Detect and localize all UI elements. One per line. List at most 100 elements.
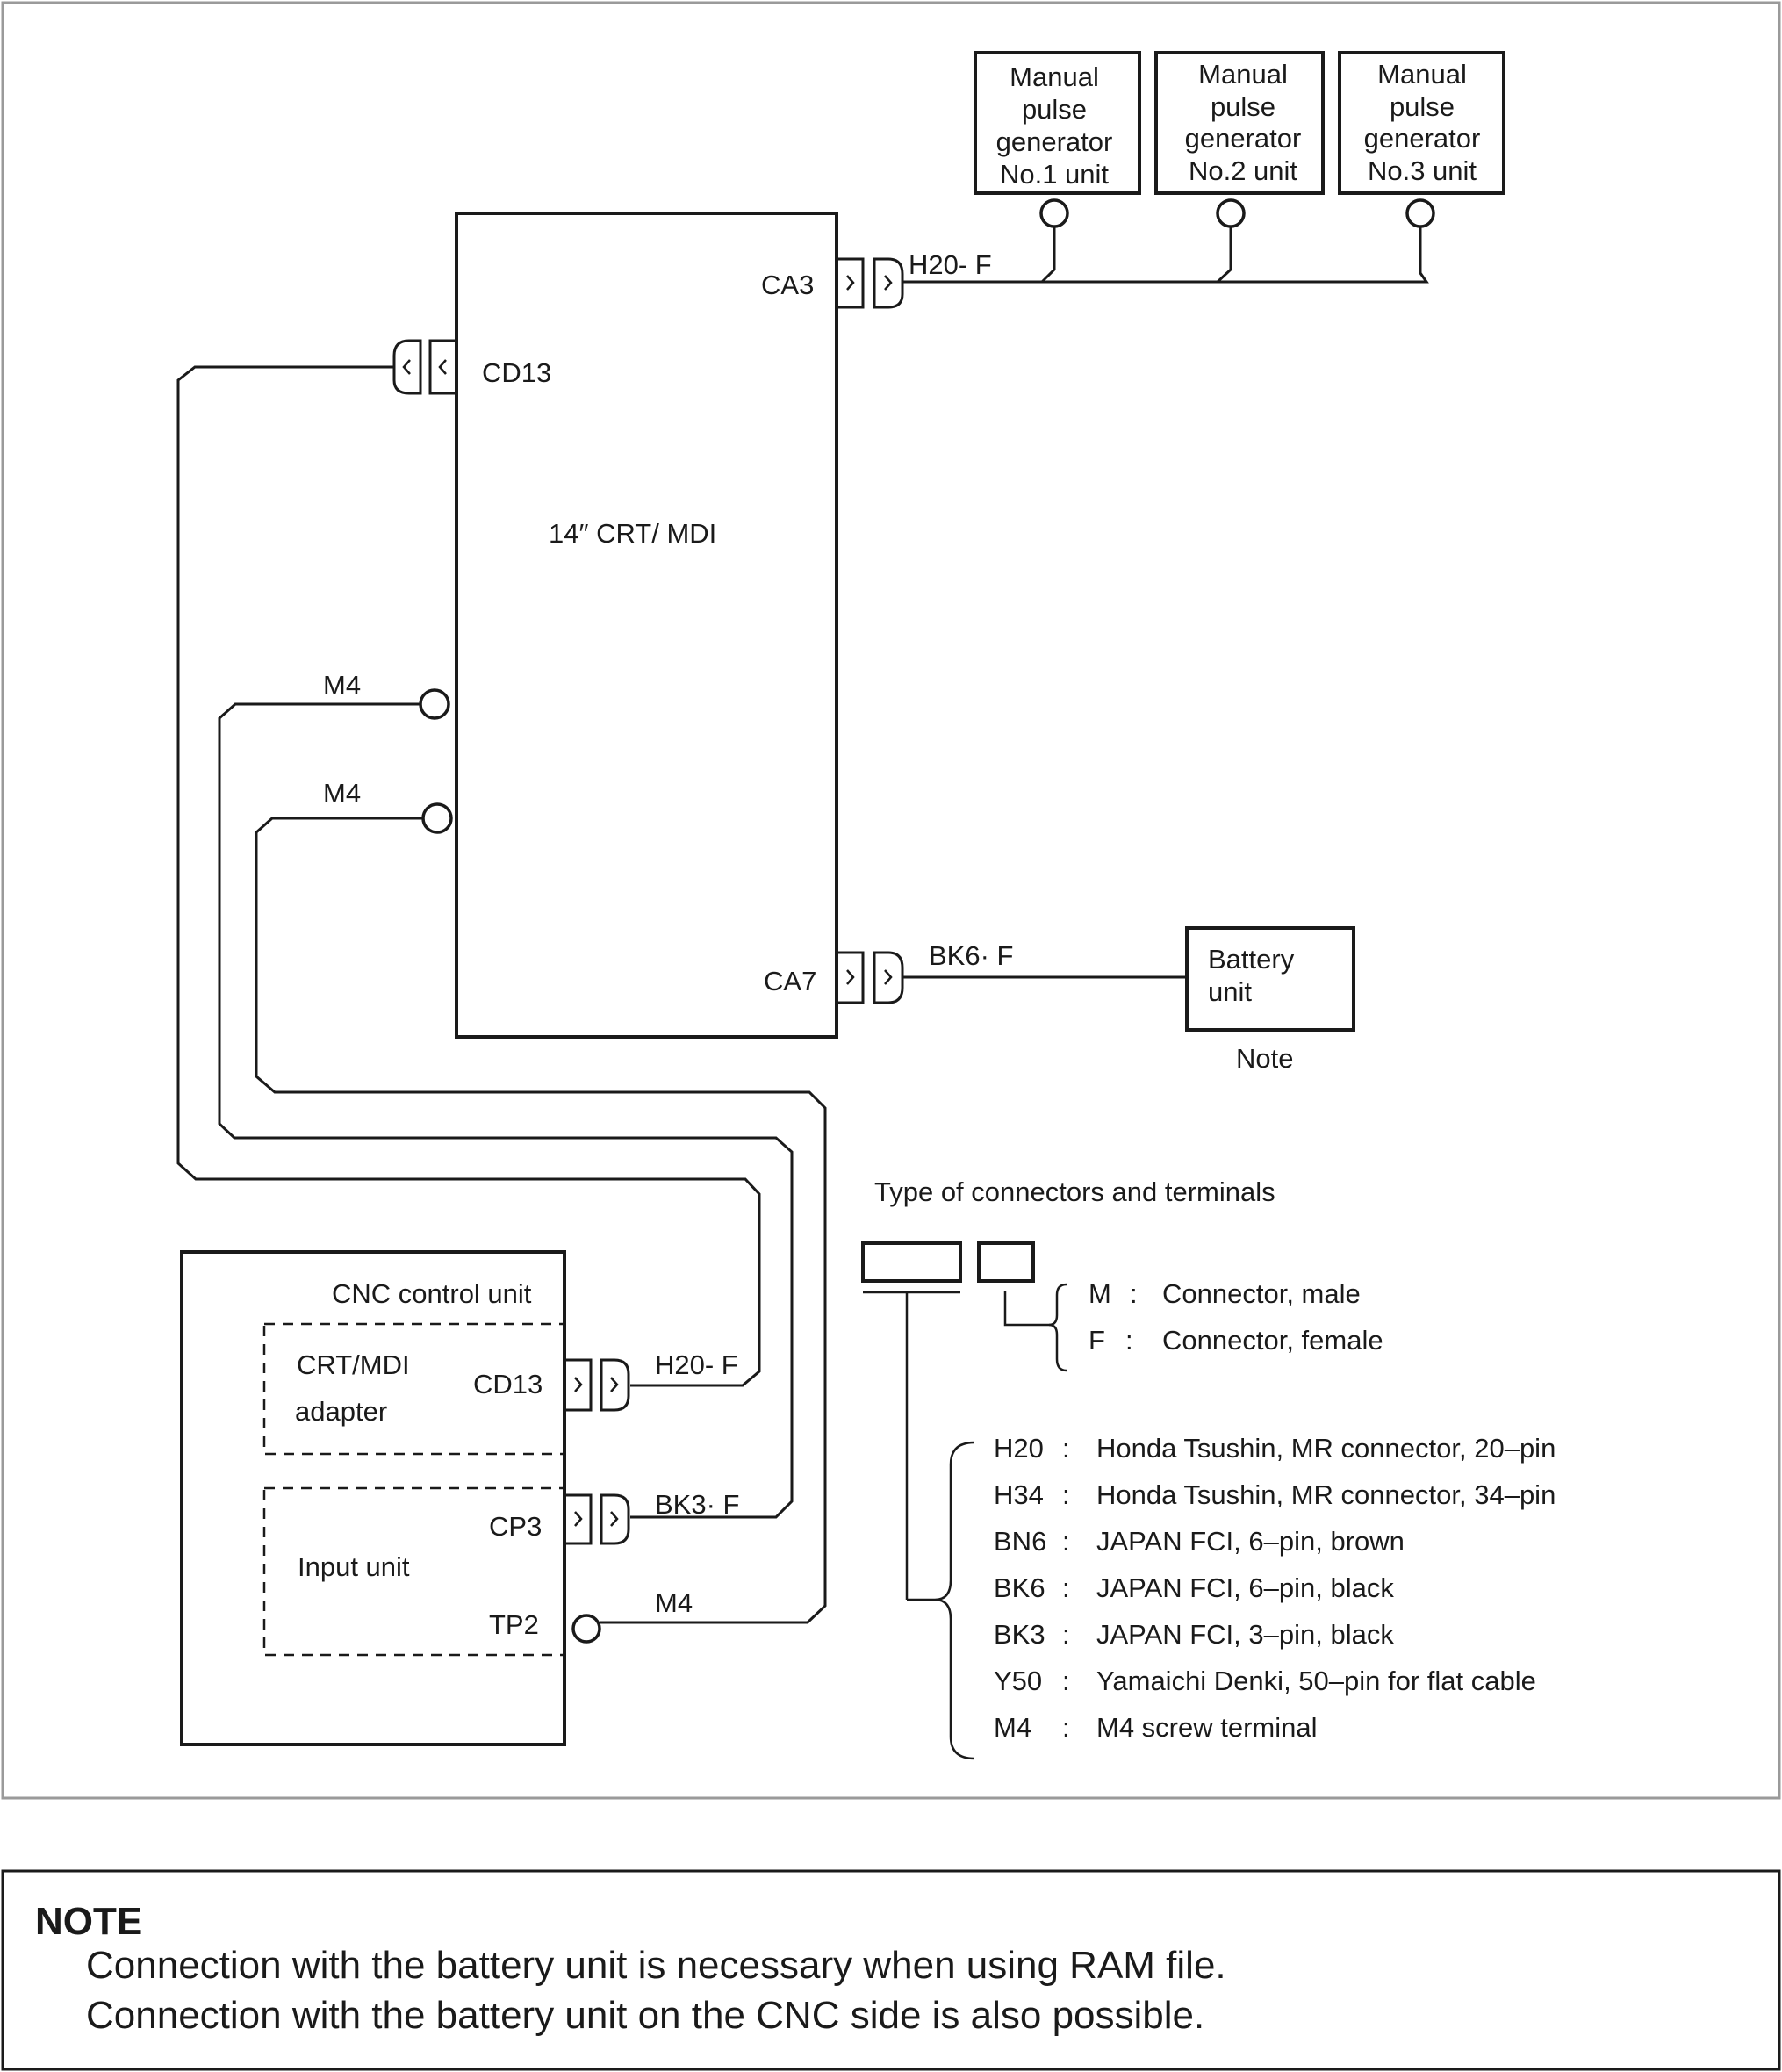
cd13-cable-route <box>176 365 761 1387</box>
legend-type-sep: : <box>1062 1619 1070 1650</box>
pulse-generator-1-line-2: pulse <box>1022 94 1087 125</box>
crt-m4-label-a: M4 <box>323 670 361 701</box>
legend-type-sep: : <box>1062 1712 1070 1743</box>
adapter-label-line-1: CRT/MDI <box>297 1349 410 1380</box>
crt-m4-label-b: M4 <box>323 778 361 809</box>
pulse-generator-1-line-3: generator <box>996 126 1113 157</box>
legend-type-sep: : <box>1062 1433 1070 1464</box>
pulse-generator-2-line-1: Manual <box>1198 59 1288 90</box>
legend-gender-code: F <box>1089 1325 1105 1356</box>
cnc-control-title: CNC control unit <box>332 1278 532 1309</box>
legend-type-code: H34 <box>994 1479 1044 1510</box>
crt-mdi-box <box>455 212 838 1039</box>
legend-gender-box <box>977 1241 1035 1283</box>
cnc-cd13-connector <box>563 1358 630 1412</box>
pulse-generator-2-line-3: generator <box>1185 123 1302 154</box>
note-line-1: Connection with the battery unit is nece… <box>86 1944 1226 1987</box>
pulse-generator-3: Manual pulse generator No.3 unit <box>1338 51 1505 228</box>
legend-type-code: BN6 <box>994 1526 1046 1557</box>
pulse-generator-1-line-4: No.1 unit <box>1000 159 1109 190</box>
legend-gender-code: M <box>1089 1278 1111 1309</box>
cp3-connector <box>563 1493 630 1545</box>
adapter-cd13-label: CD13 <box>473 1369 543 1399</box>
bk3-cable-route <box>218 702 794 1519</box>
legend-type-desc: JAPAN FCI, 3–pin, black <box>1096 1619 1394 1650</box>
tp2-terminal <box>571 1614 601 1644</box>
legend-type-entries: H20 : Honda Tsushin, MR connector, 20–pi… <box>994 1433 1556 1743</box>
legend-type-desc: JAPAN FCI, 6–pin, brown <box>1096 1526 1405 1557</box>
cd13-connector <box>392 339 458 395</box>
pulse-generator-2-terminal <box>1216 198 1246 228</box>
pulse-generator-2-line-2: pulse <box>1211 91 1275 122</box>
legend-gender-desc: Connector, female <box>1162 1325 1383 1356</box>
legend-gender-sep: : <box>1130 1278 1138 1309</box>
diagram-frame <box>1 1 1781 1800</box>
tp2-cable-label: M4 <box>655 1587 693 1618</box>
legend-type-sep: : <box>1062 1479 1070 1510</box>
connector-legend: Type of connectors and terminals M : Con… <box>861 1176 1556 1760</box>
cnc-control-unit: CNC control unit CRT/MDI adapter CD13 In… <box>180 1250 630 1746</box>
pulse-generator-3-line-2: pulse <box>1390 91 1455 122</box>
legend-type-code: Y50 <box>994 1666 1042 1696</box>
crt-mdi-label: 14″ CRT/ MDI <box>549 518 716 549</box>
crt-cd13-label: CD13 <box>482 357 551 388</box>
crt-mdi-unit: 14″ CRT/ MDI CD13 CA3 CA7 M4 M4 <box>323 212 904 1039</box>
legend-type-desc: JAPAN FCI, 6–pin, black <box>1096 1572 1394 1603</box>
cp3-cable-label: BK3· F <box>655 1489 739 1520</box>
battery-unit: Battery unit Note <box>1185 926 1355 1074</box>
legend-type-desc: Honda Tsushin, MR connector, 34–pin <box>1096 1479 1556 1510</box>
ca3-cable-label: H20- F <box>909 249 992 280</box>
battery-label-line-2: unit <box>1208 976 1252 1007</box>
ca7-connector <box>835 951 904 1004</box>
pulse-generator-2: Manual pulse generator No.2 unit <box>1154 51 1325 228</box>
battery-label-line-1: Battery <box>1208 944 1295 975</box>
legend-type-sep: : <box>1062 1666 1070 1696</box>
legend-type-code: H20 <box>994 1433 1044 1464</box>
legend-type-code: BK3 <box>994 1619 1045 1650</box>
legend-type-sep: : <box>1062 1526 1070 1557</box>
cnc-cd13-cable-label: H20- F <box>655 1349 738 1380</box>
pulse-generator-1-line-1: Manual <box>1010 61 1099 92</box>
legend-type-box <box>861 1241 962 1283</box>
pulse-generator-3-line-3: generator <box>1364 123 1481 154</box>
legend-gender-sep: : <box>1125 1325 1133 1356</box>
tp2-label: TP2 <box>489 1609 539 1640</box>
note-line-2: Connection with the battery unit on the … <box>86 1994 1204 2037</box>
legend-title: Type of connectors and terminals <box>874 1176 1275 1207</box>
gender-brace <box>1048 1283 1067 1372</box>
legend-type-code: M4 <box>994 1712 1031 1743</box>
m4-cable-route <box>255 817 827 1624</box>
pulse-generator-2-line-4: No.2 unit <box>1189 155 1297 186</box>
pulse-generator-3-terminal <box>1405 198 1435 228</box>
legend-type-sep: : <box>1062 1572 1070 1603</box>
cnc-control-box <box>180 1250 566 1746</box>
legend-type-desc: Honda Tsushin, MR connector, 20–pin <box>1096 1433 1556 1464</box>
pulse-generator-1: Manual pulse generator No.1 unit <box>974 51 1141 228</box>
legend-gender-desc: Connector, male <box>1162 1278 1361 1309</box>
type-brace <box>934 1441 975 1760</box>
ca3-connector <box>835 257 904 309</box>
note-title: NOTE <box>35 1900 142 1943</box>
crt-mdi-adapter-region <box>262 1322 566 1456</box>
pulse-generator-3-line-1: Manual <box>1377 59 1467 90</box>
crt-ca7-label: CA7 <box>764 966 816 996</box>
note-frame <box>1 1869 1781 2071</box>
ca7-cable-label: BK6· F <box>929 940 1013 971</box>
legend-type-desc: M4 screw terminal <box>1096 1712 1318 1743</box>
legend-type-code: BK6 <box>994 1572 1045 1603</box>
pulse-generator-1-terminal <box>1039 198 1069 228</box>
input-unit-label: Input unit <box>298 1551 410 1582</box>
note-box: NOTE Connection with the battery unit is… <box>35 1900 1226 2037</box>
legend-type-desc: Yamaichi Denki, 50–pin for flat cable <box>1096 1666 1536 1696</box>
cp3-label: CP3 <box>489 1511 542 1542</box>
battery-note-label: Note <box>1236 1043 1293 1074</box>
ca7-cable: BK6· F <box>902 940 1187 979</box>
crt-ca3-label: CA3 <box>761 270 814 300</box>
legend-gender-entries: M : Connector, male F : Connector, femal… <box>1089 1278 1383 1356</box>
m4-terminal-b <box>421 802 453 834</box>
ca3-cable: H20- F <box>902 227 1429 284</box>
m4-terminal-a <box>419 688 450 720</box>
input-unit-region <box>262 1486 566 1657</box>
pulse-generator-3-line-4: No.3 unit <box>1368 155 1477 186</box>
